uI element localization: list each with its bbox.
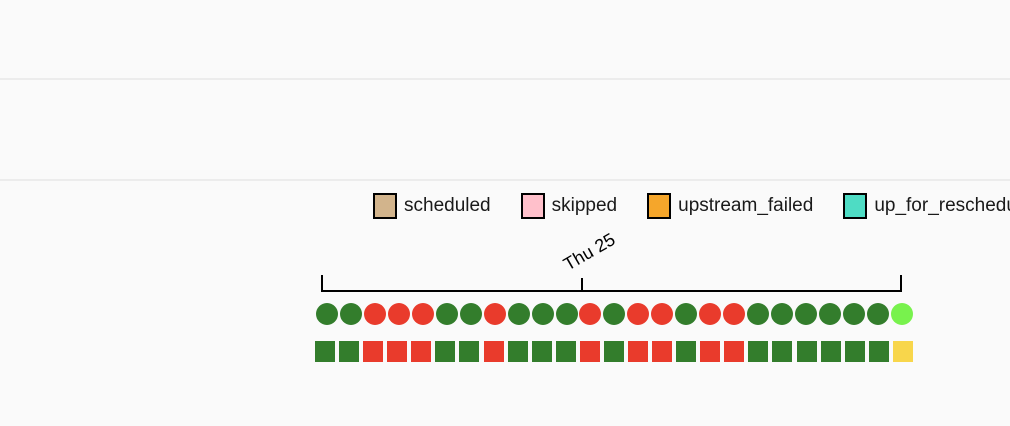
scheduled-swatch xyxy=(373,193,397,219)
dag-run-success[interactable] xyxy=(507,303,530,325)
legend-band: scheduled skipped upstream_failed up_for… xyxy=(0,80,1010,219)
skipped-swatch xyxy=(520,193,545,219)
legend-label: upstream_failed xyxy=(678,195,814,216)
task-instance-row xyxy=(315,341,913,362)
dag-run-failed[interactable] xyxy=(651,303,674,325)
task-instance-failed[interactable] xyxy=(579,341,600,362)
task-instance-failed[interactable] xyxy=(363,341,384,362)
dag-run-success[interactable] xyxy=(842,303,865,325)
task-instance-success[interactable] xyxy=(748,341,769,362)
dag-run-running[interactable] xyxy=(890,303,913,325)
legend-item-up-for-reschedule[interactable]: up_for_reschedule xyxy=(843,193,1010,219)
task-instance-success[interactable] xyxy=(315,341,335,362)
toolbar-spacer xyxy=(0,0,1010,80)
dag-run-success[interactable] xyxy=(866,303,889,325)
task-instance-success[interactable] xyxy=(772,341,793,362)
dag-run-failed[interactable] xyxy=(579,303,602,325)
task-instance-success[interactable] xyxy=(844,341,865,362)
task-instance-failed[interactable] xyxy=(700,341,721,362)
dag-run-success[interactable] xyxy=(435,303,458,325)
task-instance-success[interactable] xyxy=(531,341,552,362)
legend-label: up_for_reschedule xyxy=(874,195,1010,216)
dag-run-success[interactable] xyxy=(531,303,554,325)
task-instance-failed[interactable] xyxy=(411,341,432,362)
dag-run-failed[interactable] xyxy=(387,303,410,325)
task-instance-success[interactable] xyxy=(555,341,576,362)
legend-label: scheduled xyxy=(404,195,491,216)
dag-run-success[interactable] xyxy=(795,303,818,325)
task-instance-success[interactable] xyxy=(796,341,817,362)
task-instance-failed[interactable] xyxy=(387,341,408,362)
task-instance-failed[interactable] xyxy=(724,341,745,362)
task-instance-success[interactable] xyxy=(507,341,528,362)
dag-run-failed[interactable] xyxy=(363,303,386,325)
task-instance-success[interactable] xyxy=(868,341,889,362)
legend-item-skipped[interactable]: skipped xyxy=(520,193,618,219)
dag-run-success[interactable] xyxy=(555,303,578,325)
dag-run-failed[interactable] xyxy=(699,303,722,325)
dag-run-success[interactable] xyxy=(459,303,482,325)
dag-run-success[interactable] xyxy=(771,303,794,325)
axis-domain-line xyxy=(321,275,902,292)
dag-run-row xyxy=(316,303,913,325)
dag-run-success[interactable] xyxy=(747,303,770,325)
up-for-reschedule-swatch xyxy=(843,193,868,219)
dag-run-failed[interactable] xyxy=(483,303,506,325)
dag-run-failed[interactable] xyxy=(723,303,746,325)
upstream-failed-swatch xyxy=(647,193,672,219)
task-instance-success[interactable] xyxy=(676,341,697,362)
task-instance-success[interactable] xyxy=(339,341,360,362)
time-axis: Thu 25 xyxy=(321,229,902,292)
task-instance-success[interactable] xyxy=(603,341,624,362)
dag-run-success[interactable] xyxy=(819,303,842,325)
axis-tick-label: Thu 25 xyxy=(560,229,619,274)
tree-chart: Thu 25 xyxy=(0,182,1010,426)
task-instance-failed[interactable] xyxy=(652,341,673,362)
task-instance-success[interactable] xyxy=(435,341,456,362)
legend-item-upstream-failed[interactable]: upstream_failed xyxy=(647,193,813,219)
legend-item-scheduled[interactable]: scheduled xyxy=(373,193,491,219)
dag-run-success[interactable] xyxy=(339,303,362,325)
legend-label: skipped xyxy=(551,195,618,216)
task-instance-failed[interactable] xyxy=(628,341,649,362)
dag-run-success[interactable] xyxy=(603,303,626,325)
task-instance-failed[interactable] xyxy=(483,341,504,362)
task-instance-success[interactable] xyxy=(459,341,480,362)
dag-run-success[interactable] xyxy=(316,303,338,325)
task-instance-up_for_retry[interactable] xyxy=(892,341,913,362)
task-instance-success[interactable] xyxy=(820,341,841,362)
dag-run-failed[interactable] xyxy=(411,303,434,325)
dag-run-failed[interactable] xyxy=(627,303,650,325)
status-legend: scheduled skipped upstream_failed up_for… xyxy=(373,193,1010,219)
dag-run-success[interactable] xyxy=(675,303,698,325)
